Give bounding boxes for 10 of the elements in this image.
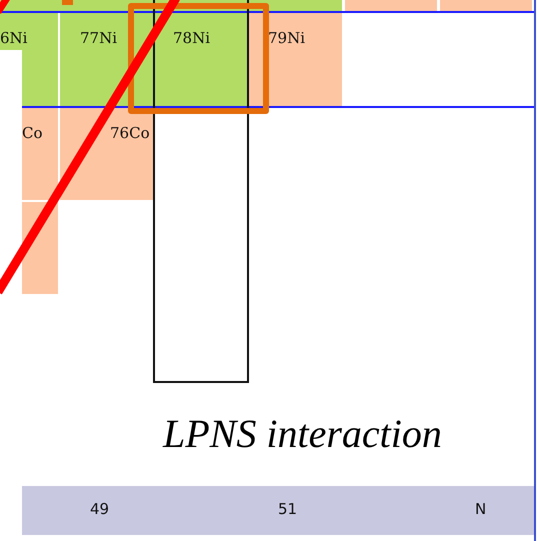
isotope-label: 78Ni	[173, 29, 210, 47]
axis-tick-label: 51	[278, 500, 298, 518]
isotope-label: 76Co	[110, 124, 150, 142]
isotope-label: Co	[22, 124, 43, 142]
isotope-label: 79Ni	[268, 29, 306, 47]
isotope-label: 77Ni	[80, 29, 118, 47]
axis-title: N	[475, 500, 486, 518]
isotope-label: 6Ni	[0, 29, 28, 47]
interaction-label: LPNS interaction	[163, 410, 442, 458]
axis-tick-label: 49	[90, 500, 110, 518]
